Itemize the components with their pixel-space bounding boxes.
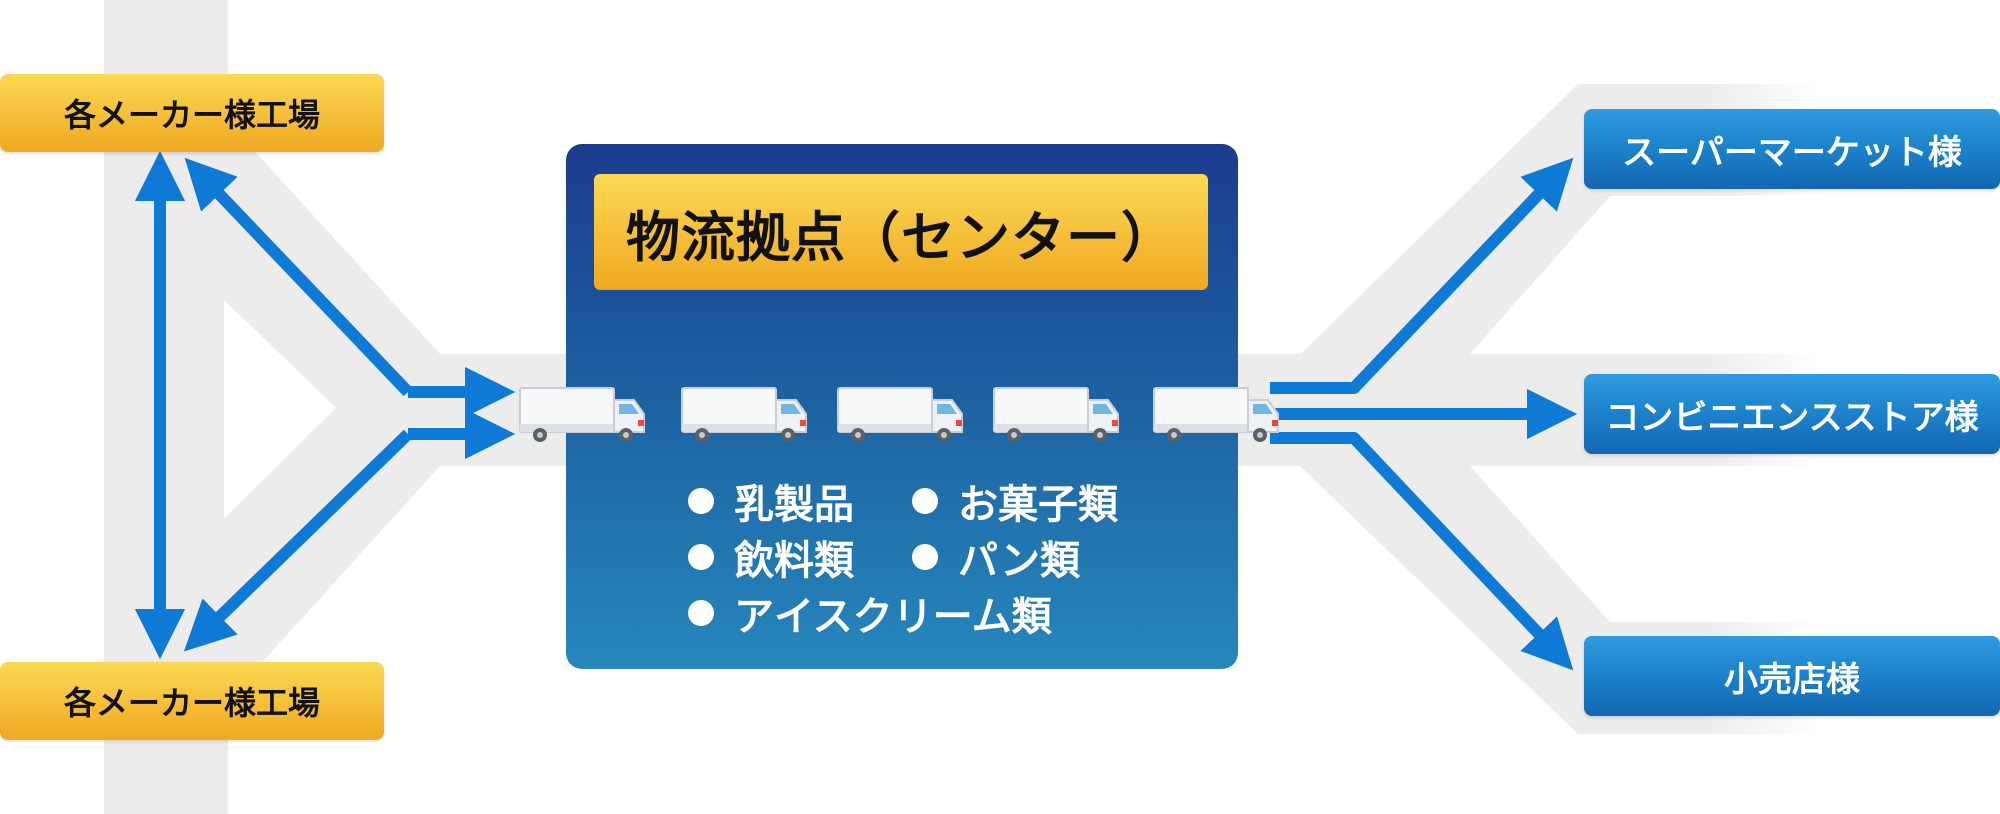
factory-bottom-box: 各メーカー様工場 bbox=[0, 662, 384, 740]
bullet-icon bbox=[688, 600, 714, 626]
outbound-supermarket-arrow bbox=[1270, 157, 1574, 394]
logistics-center-title: 物流拠点（センター） bbox=[594, 174, 1208, 290]
product-item: 乳製品 bbox=[688, 472, 854, 530]
destination-label: スーパーマーケット様 bbox=[1622, 132, 1962, 173]
bullet-icon bbox=[912, 488, 938, 514]
product-item: アイスクリーム類 bbox=[688, 584, 1052, 642]
product-label: お菓子類 bbox=[958, 482, 1118, 528]
factory-bottom-label: 各メーカー様工場 bbox=[63, 684, 320, 722]
factory-top-arrow bbox=[184, 157, 413, 397]
factory-bottom-arrow bbox=[183, 429, 413, 652]
destination-label: 小売店様 bbox=[1724, 659, 1860, 700]
left-band-hole bbox=[224, 300, 336, 518]
bullet-icon bbox=[688, 544, 714, 570]
factory-top-box: 各メーカー様工場 bbox=[0, 74, 384, 152]
product-label: 乳製品 bbox=[734, 482, 854, 528]
product-label: パン類 bbox=[958, 538, 1080, 584]
product-item: 飲料類 bbox=[688, 528, 854, 586]
destination-supermarket-box: スーパーマーケット様 bbox=[1584, 109, 2000, 189]
truck-icon bbox=[681, 387, 807, 442]
left-arrows bbox=[134, 150, 516, 660]
truck-icon bbox=[993, 387, 1119, 442]
right-arrows bbox=[1270, 157, 1578, 671]
destination-label: コンビニエンスストア様 bbox=[1605, 397, 1979, 438]
destination-retail-box: 小売店様 bbox=[1584, 636, 2000, 716]
truck-icon bbox=[519, 387, 645, 442]
product-label: 飲料類 bbox=[734, 538, 854, 584]
bullet-icon bbox=[688, 488, 714, 514]
product-item: パン類 bbox=[912, 528, 1080, 586]
destination-convenience-box: コンビニエンスストア様 bbox=[1584, 374, 2000, 454]
truck-icon bbox=[1153, 387, 1279, 442]
product-label: アイスクリーム類 bbox=[734, 594, 1052, 640]
bullet-icon bbox=[912, 544, 938, 570]
truck-icon bbox=[837, 387, 963, 442]
factory-top-label: 各メーカー様工場 bbox=[63, 96, 320, 134]
product-item: お菓子類 bbox=[912, 472, 1118, 530]
outbound-retail-arrow bbox=[1270, 432, 1574, 671]
